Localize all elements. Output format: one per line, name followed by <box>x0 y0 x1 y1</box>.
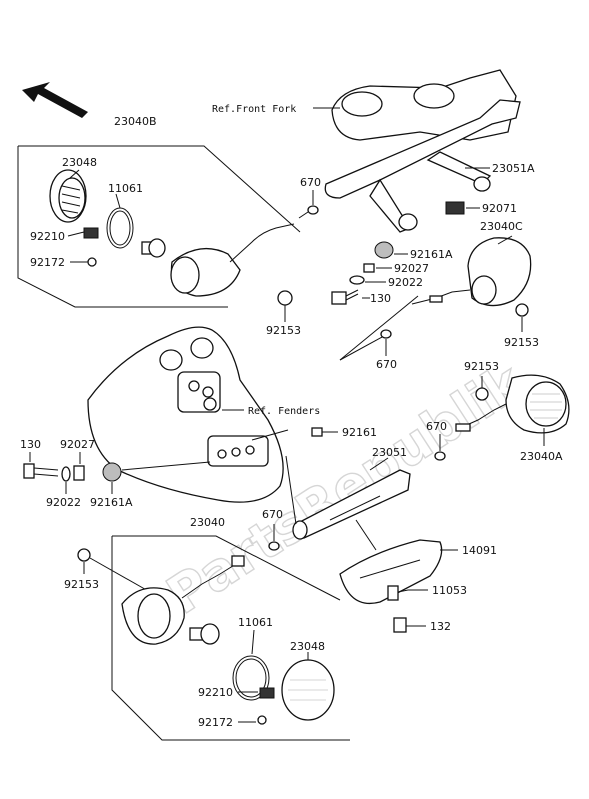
turn-signal-23040 <box>121 555 245 645</box>
lens-housing-23048-top <box>49 169 87 223</box>
turn-signal-23040c <box>411 237 532 307</box>
label-92153-c: 92153 <box>464 360 499 373</box>
label-670-b: 670 <box>376 358 397 371</box>
group-box-23040b <box>17 145 301 308</box>
mounting-bar-23051 <box>292 469 411 540</box>
label-23040b: 23040B <box>114 115 157 128</box>
label-92210-top: 92210 <box>30 230 65 243</box>
label-23040: 23040 <box>190 516 225 529</box>
turn-signal-23040a <box>455 374 570 434</box>
front-fender <box>87 326 284 503</box>
label-670-d: 670 <box>262 508 283 521</box>
bolt-92071 <box>445 201 465 215</box>
bulb-top <box>141 238 166 258</box>
label-92153-b: 92153 <box>504 336 539 349</box>
bolt-132 <box>393 617 407 633</box>
label-23048-top: 23048 <box>62 156 97 169</box>
label-92153-d: 92153 <box>64 578 99 591</box>
oring-670-a <box>307 205 319 215</box>
bracket-11053 <box>387 585 409 601</box>
label-92172-top: 92172 <box>30 256 65 269</box>
cover-14091 <box>339 539 443 604</box>
bulb-bottom <box>189 623 220 645</box>
bushing-92161A-b <box>102 462 122 482</box>
label-92161: 92161 <box>342 426 377 439</box>
label-670-c: 670 <box>426 420 447 433</box>
washer-92022-b <box>61 466 71 482</box>
label-23048-bottom: 23048 <box>290 640 325 653</box>
label-670-a: 670 <box>300 176 321 189</box>
gasket-11061-bottom <box>232 655 270 701</box>
label-23051a: 23051A <box>492 162 535 175</box>
turn-signal-23040b <box>170 223 295 297</box>
label-92153-a: 92153 <box>266 324 301 337</box>
screw-92172-top <box>87 257 97 267</box>
collar-92027-a <box>363 263 375 273</box>
gasket-11061-top <box>106 207 134 249</box>
washer-92022-a <box>349 275 365 285</box>
clip-92210-top <box>83 227 99 239</box>
label-92172-bottom: 92172 <box>198 716 233 729</box>
label-92161a-b: 92161A <box>90 496 133 509</box>
clip-92210-bottom <box>259 687 275 699</box>
label-92022-a: 92022 <box>388 276 423 289</box>
label-130-a: 130 <box>370 292 391 305</box>
label-130-b: 130 <box>20 438 41 451</box>
bushing-92161A-a <box>374 241 394 259</box>
direction-arrow-icon <box>22 82 88 118</box>
label-23051: 23051 <box>372 446 407 459</box>
nut-92153-a <box>277 290 293 306</box>
label-23040a: 23040A <box>520 450 563 463</box>
nut-92153-d <box>77 548 91 562</box>
label-92027-b: 92027 <box>60 438 95 451</box>
bushing-92161 <box>311 427 323 437</box>
label-92022-b: 92022 <box>46 496 81 509</box>
screw-92172-bottom <box>257 715 267 725</box>
group-box-23040 <box>111 535 350 741</box>
ref-front-fork: Ref.Front Fork <box>212 104 296 115</box>
label-14091: 14091 <box>462 544 497 557</box>
label-92210-bottom: 92210 <box>198 686 233 699</box>
oring-670-d <box>268 541 280 551</box>
oring-670-c <box>434 451 446 461</box>
bolt-130-b <box>23 463 59 479</box>
label-92071: 92071 <box>482 202 517 215</box>
label-11061-bottom: 11061 <box>238 616 273 629</box>
lens-23048-bottom <box>281 659 335 721</box>
label-132: 132 <box>430 620 451 633</box>
nut-92153-b <box>515 303 529 317</box>
label-11061-top: 11061 <box>108 182 143 195</box>
label-92161a-a: 92161A <box>410 248 453 261</box>
bolt-130-a <box>331 289 359 305</box>
nut-92153-c <box>475 387 489 401</box>
collar-92027-b <box>73 465 85 481</box>
label-11053: 11053 <box>432 584 467 597</box>
label-23040c: 23040C <box>480 220 523 233</box>
front-fork-bracket <box>324 69 521 233</box>
label-92027-a: 92027 <box>394 262 429 275</box>
ref-fenders: Ref. Fenders <box>248 406 320 417</box>
guide-line-670-b <box>339 295 419 361</box>
